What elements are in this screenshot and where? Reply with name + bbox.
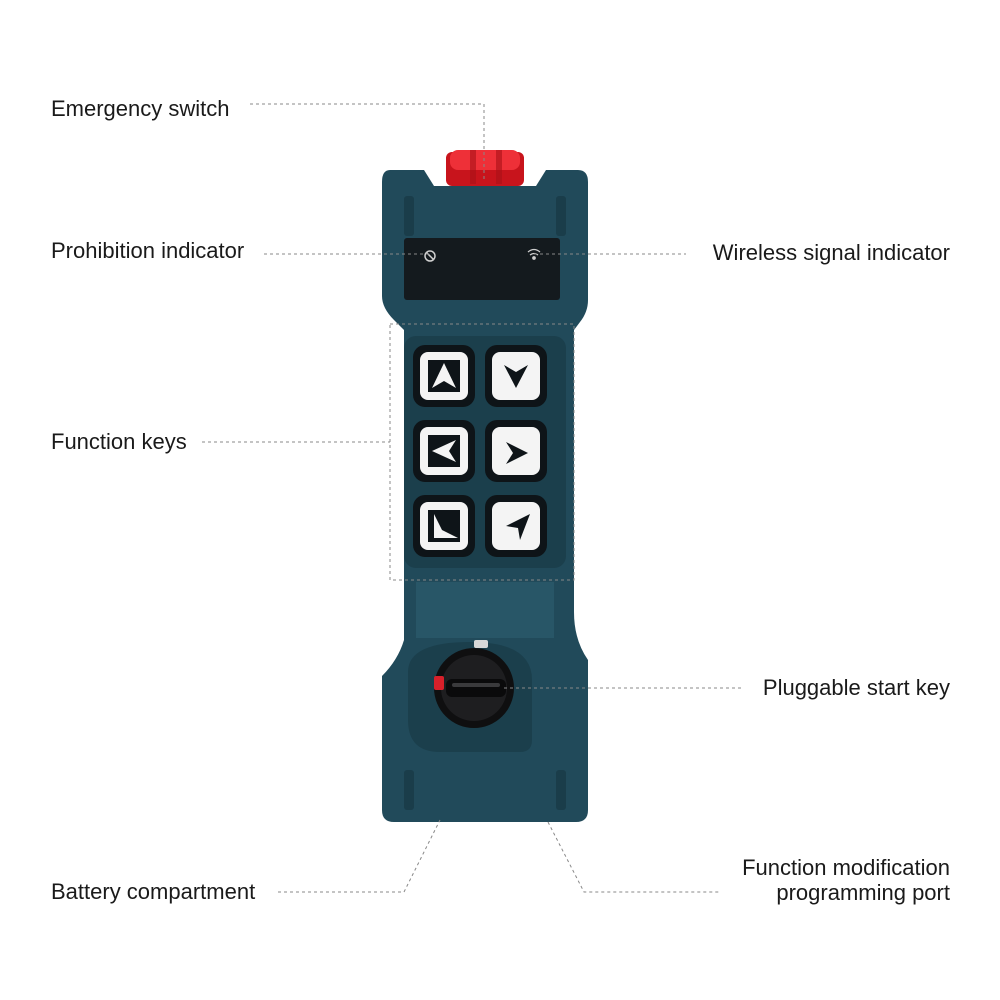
function-key-diagonal-right[interactable] [485,495,547,557]
grip-ridge [404,770,414,810]
grip-ridge [404,196,414,236]
label-wireless-signal-indicator: Wireless signal indicator [712,240,950,265]
function-key-left[interactable] [413,420,475,482]
emergency-switch-button[interactable] [446,150,524,186]
function-key-diagonal-left[interactable] [413,495,475,557]
start-key-icon[interactable] [434,640,514,728]
label-emergency-switch: Emergency switch [51,96,230,121]
function-key-up[interactable] [413,345,475,407]
label-programming-port-line1: Function modification [742,855,950,880]
label-function-keys: Function keys [51,429,187,454]
body-panel [416,582,554,638]
prohibition-icon [424,250,436,262]
label-pluggable-start-key: Pluggable start key [762,675,950,700]
label-prohibition-indicator: Prohibition indicator [51,238,245,263]
function-key-down[interactable] [485,345,547,407]
label-battery-compartment: Battery compartment [51,879,256,904]
indicator-display [404,238,560,300]
grip-ridge [556,196,566,236]
grip-ridge [556,770,566,810]
label-programming-port-line2: programming port [776,880,950,905]
function-key-right[interactable] [485,420,547,482]
